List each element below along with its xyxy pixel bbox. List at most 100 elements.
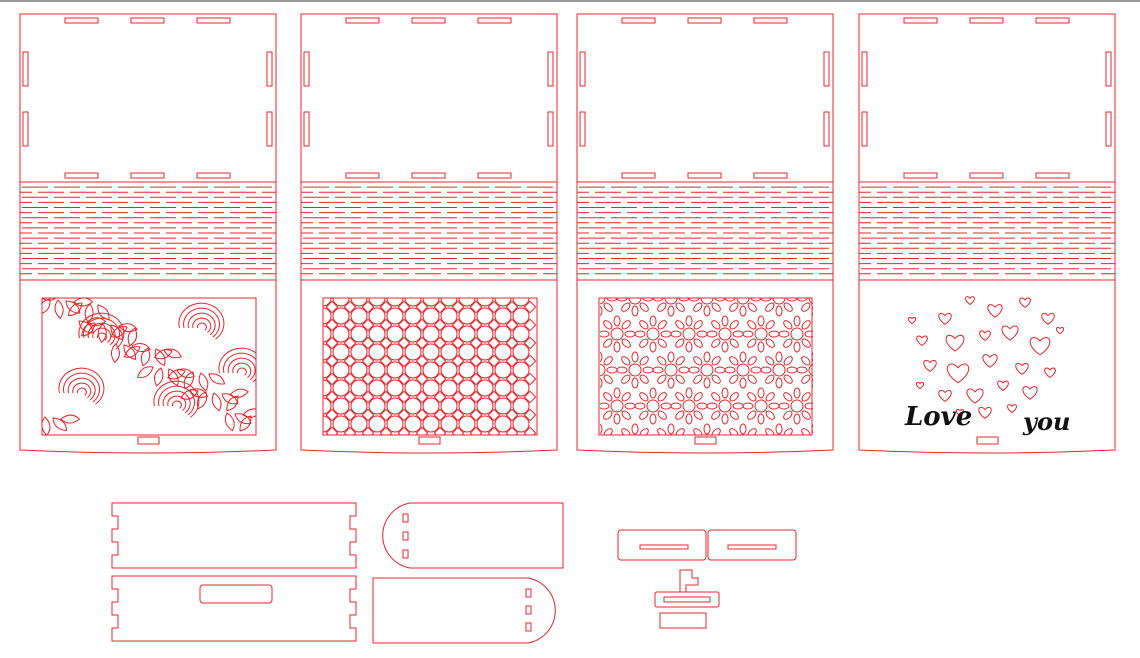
geo-ring [494, 325, 512, 343]
rose-petal [183, 307, 220, 338]
rosette-center [701, 436, 713, 448]
geo-diamond [523, 354, 537, 368]
geo-ring [323, 415, 332, 433]
geo-ring [440, 343, 458, 361]
heart-cutout [965, 296, 975, 306]
geo-ring [368, 397, 386, 415]
end-cap-slot [402, 513, 409, 523]
rosette-petal [801, 356, 811, 366]
geo-diamond [469, 390, 483, 404]
rosette-petal [675, 283, 686, 294]
leaf [110, 326, 128, 338]
leaf [67, 302, 83, 316]
slot-side [547, 51, 554, 87]
geo-ring [368, 343, 386, 361]
rosette-petal [703, 305, 711, 317]
slot-side [303, 111, 310, 147]
rosette-petal [603, 302, 613, 312]
rosette-petal [739, 351, 747, 363]
rosette-petal [783, 428, 793, 435]
geo-ring [476, 307, 494, 325]
rosette-petal [657, 356, 667, 366]
rosette-petal [584, 302, 595, 313]
geo-ring [404, 298, 422, 307]
rosette-petal [688, 366, 700, 374]
geo-diamond [361, 426, 375, 435]
geo-diamond [397, 426, 411, 435]
rosette-petal [649, 413, 657, 425]
rosette-petal [747, 320, 757, 330]
rosette-petal [696, 402, 708, 410]
geo-diamond [379, 300, 393, 314]
rosette-petal [818, 338, 829, 349]
slot-side [861, 111, 868, 147]
rosette-petal [693, 302, 703, 312]
heart-cutout [945, 334, 965, 352]
rosette-petal [667, 351, 675, 363]
geo-ring [386, 307, 404, 325]
rosette-petal [801, 374, 811, 384]
rosette-center [610, 327, 624, 341]
rosette-petal [801, 302, 811, 312]
rosette-petal [783, 356, 793, 366]
rosette-petal [600, 351, 603, 363]
geo-ring [386, 325, 404, 343]
rosette-petal [801, 392, 811, 402]
leaf [131, 342, 151, 353]
geo-diamond [469, 300, 483, 314]
geo-diamond [379, 426, 393, 435]
slot-top [621, 17, 656, 24]
rosette-petal [760, 366, 772, 374]
geo-ring [350, 415, 368, 433]
leaf [54, 299, 64, 320]
rosette-petal [837, 410, 848, 421]
rosette-petal [728, 446, 739, 457]
rosette-petal [729, 338, 739, 348]
geo-ring [458, 307, 476, 325]
geo-diamond [397, 354, 411, 368]
geo-ring [440, 325, 458, 343]
rosette-petal [617, 439, 627, 445]
living-hinge [577, 181, 833, 281]
leaf [78, 320, 94, 334]
slot-top [130, 17, 165, 24]
geo-diamond [397, 300, 411, 314]
rosette-petal [693, 356, 703, 366]
latch-tab-right-slot [727, 544, 777, 550]
rosette-petal [692, 446, 703, 457]
leaf [211, 392, 222, 412]
leaf [208, 373, 226, 385]
rosette-petal [675, 320, 685, 330]
geo-diamond [433, 372, 447, 386]
geo-diamond [343, 300, 357, 314]
geo-diamond [325, 408, 339, 422]
geo-ring [512, 325, 530, 343]
rosette-petal [693, 338, 703, 348]
rosette-center [682, 399, 696, 413]
rose-petal [63, 372, 100, 403]
geo-ring [440, 307, 458, 325]
leaf [163, 348, 182, 359]
rosette-petal [639, 302, 649, 312]
rosette-petal [606, 298, 618, 302]
geo-ring [323, 343, 332, 361]
rosette-petal [652, 366, 664, 374]
slot-top [753, 17, 788, 24]
rosette-petal [657, 392, 667, 402]
rosette-petal [675, 338, 685, 348]
latch-tab-right [707, 529, 797, 561]
rosette-petal [729, 374, 739, 384]
geo-ring [458, 415, 476, 433]
slot-side [579, 111, 586, 147]
geo-diamond [343, 354, 357, 368]
geo-diamond [361, 372, 375, 386]
slot-hinge-top [477, 172, 512, 179]
leaf [154, 348, 166, 367]
rosette-petal [675, 356, 685, 366]
rosette-petal [649, 315, 657, 327]
geo-ring [323, 325, 332, 343]
geo-diamond [361, 408, 375, 422]
rosette-petal [620, 446, 631, 457]
leaf [42, 298, 57, 301]
leaf [242, 408, 256, 418]
